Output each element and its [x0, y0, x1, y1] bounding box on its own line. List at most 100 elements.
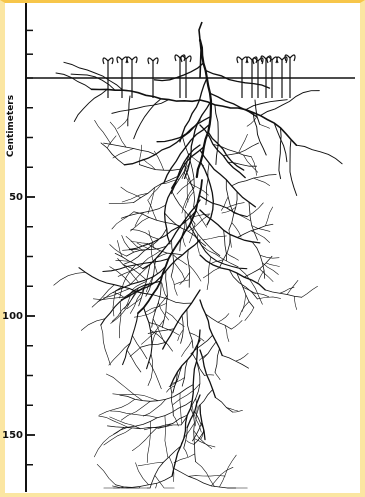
root-branch — [121, 187, 141, 198]
root-branch — [251, 231, 270, 243]
root-branch — [101, 325, 111, 365]
root-branch — [174, 262, 185, 280]
root-branch — [146, 303, 167, 312]
root-branch — [244, 256, 272, 277]
depth-axis: Centimeters — [6, 3, 26, 492]
root-branch — [231, 321, 242, 330]
root-branch — [236, 353, 249, 361]
root-branch — [106, 374, 142, 401]
root-branch — [200, 255, 265, 290]
root-branch — [169, 457, 174, 482]
root-branch — [104, 487, 124, 488]
root-branch — [197, 234, 199, 254]
root-branch — [109, 203, 134, 204]
root-branch — [180, 393, 182, 423]
root-branch — [200, 300, 222, 356]
root-branch — [144, 308, 152, 369]
root-branch — [246, 100, 287, 110]
root-branch — [56, 73, 92, 89]
root-branch — [126, 236, 142, 250]
root-branch — [196, 462, 215, 487]
root-branch — [233, 410, 243, 412]
root-branch — [184, 162, 195, 207]
root-branch — [122, 193, 148, 202]
root-branch — [139, 145, 141, 165]
root-branch — [110, 122, 126, 147]
root-branch — [148, 188, 155, 214]
root-branch — [181, 315, 184, 343]
root-branch — [54, 272, 86, 285]
root-branch — [143, 200, 200, 269]
root-branch — [118, 118, 128, 128]
root-branch — [171, 386, 174, 416]
root-branch — [219, 455, 236, 487]
root-branch — [95, 120, 112, 144]
root-branch — [257, 297, 280, 299]
root-branch — [180, 272, 190, 284]
root-branch — [252, 226, 270, 232]
root-branch — [132, 428, 157, 451]
root-branch — [113, 149, 134, 159]
root-branch — [132, 336, 147, 359]
root-branch — [294, 296, 296, 309]
root-branch — [130, 217, 149, 231]
root-branch — [172, 330, 200, 476]
root-branch — [115, 476, 172, 487]
root-branch — [74, 89, 107, 121]
root-branch — [200, 125, 245, 178]
root-branch — [227, 203, 245, 208]
root-branch — [166, 312, 184, 327]
root-branch — [200, 100, 296, 145]
root-branch — [112, 212, 134, 229]
depth-tick-label: 150 — [2, 430, 23, 441]
root-branch — [154, 151, 164, 170]
root-branch — [155, 475, 174, 488]
root-branch — [136, 463, 149, 485]
root-branch — [177, 179, 194, 195]
root-branch — [123, 313, 138, 365]
root-branch — [131, 229, 159, 239]
root-branch — [109, 343, 130, 365]
root-branch — [141, 342, 167, 347]
root-branch — [199, 390, 213, 407]
root-branch — [249, 202, 258, 240]
root-branch — [149, 361, 161, 389]
root-branch — [189, 265, 201, 281]
root-branch — [208, 132, 244, 170]
root-branch — [287, 280, 298, 294]
root-branch — [206, 71, 270, 89]
root-branch — [215, 397, 232, 412]
root-branch — [121, 401, 150, 420]
root-branch — [205, 375, 214, 376]
root-branch — [206, 163, 209, 205]
root-branch — [124, 229, 167, 265]
root-branch — [134, 212, 181, 226]
root-branch — [165, 416, 168, 458]
root-branch — [245, 308, 254, 321]
root-branch — [162, 271, 167, 328]
root-branch — [187, 309, 193, 348]
root-branch — [182, 235, 185, 246]
root-branch — [144, 423, 173, 429]
root-branch — [171, 276, 177, 295]
root-branch — [265, 290, 302, 297]
root-branch — [215, 105, 218, 165]
root-branch — [211, 467, 233, 486]
root-branch — [260, 269, 274, 282]
root-branch — [138, 462, 163, 466]
root-branch — [260, 124, 270, 128]
root-branch — [296, 145, 342, 164]
root-branch — [238, 134, 247, 153]
root-branch — [265, 207, 272, 226]
root-branch — [134, 176, 178, 202]
root-branch — [253, 178, 269, 186]
root-group — [54, 40, 342, 488]
root-branch — [173, 384, 200, 405]
root-branch — [180, 78, 207, 142]
root-branch — [130, 347, 140, 356]
root-branch — [260, 255, 279, 258]
root-branch — [120, 385, 193, 402]
root-branch — [139, 165, 180, 171]
root-branch — [199, 354, 208, 361]
